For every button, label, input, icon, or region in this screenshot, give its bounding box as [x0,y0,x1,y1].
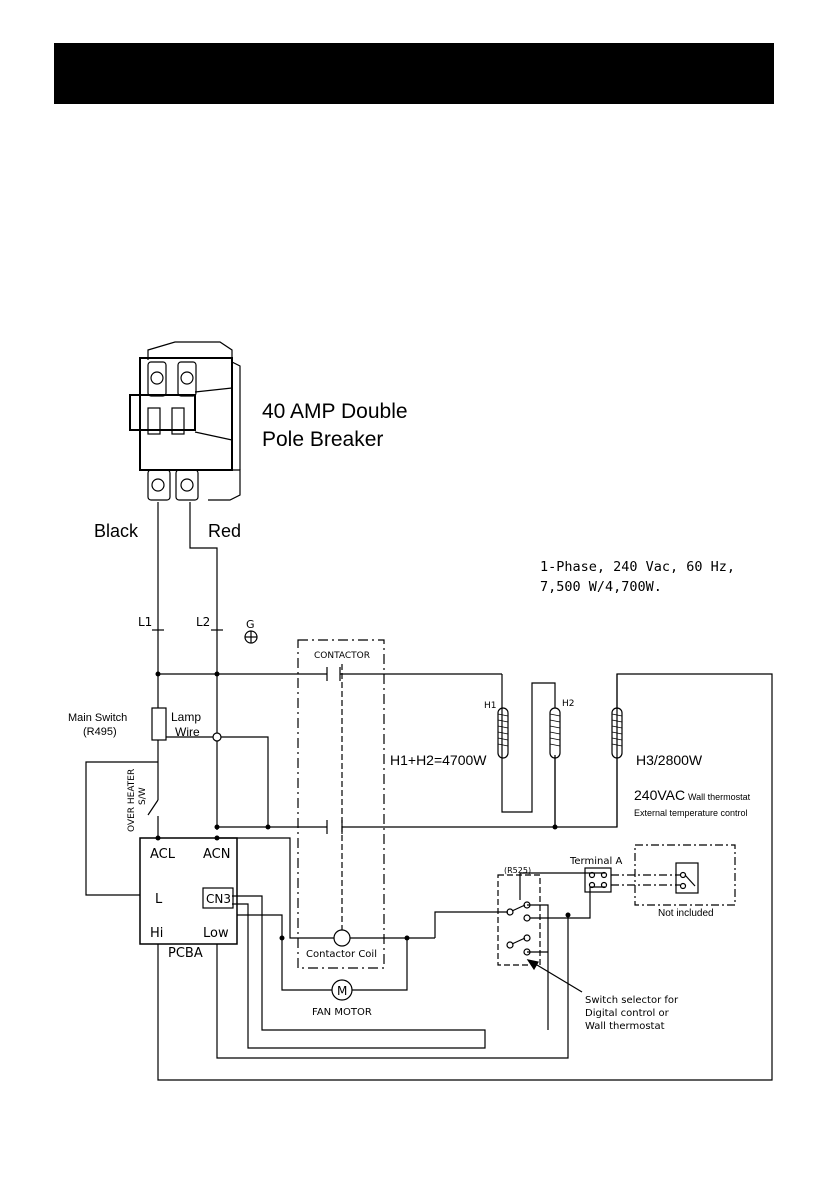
breaker-icon [129,341,241,501]
terminal-a-label: Terminal A [569,856,622,867]
main-switch-label-1: Main Switch [68,712,127,724]
contactor-coil-label: Contactor Coil [306,949,377,960]
pcba-acl: ACL [150,847,176,862]
heater-h12-label: H1+H2=4700W [390,752,487,768]
contactor-title: CONTACTOR [314,651,370,661]
spec-line-2: 7,500 W/4,700W. [540,579,662,595]
fan-motor-label: FAN MOTOR [312,1007,372,1018]
over-heater-label: OVER HEATER [127,769,137,832]
pcba-low: Low [203,926,229,941]
heater-h2-label: H2 [562,699,575,709]
pcba-acn: ACN [203,847,230,862]
breaker-label-1: 40 AMP Double [262,400,408,423]
thermostat-external-label: External temperature control [634,808,748,818]
pcba-hi: Hi [150,926,163,941]
fan-motor-symbol: M [337,984,347,998]
spec-line-1: 1-Phase, 240 Vac, 60 Hz, [540,559,735,575]
l2-label: L2 [196,615,210,629]
breaker-label-2: Pole Breaker [262,428,383,451]
wire-black-label: Black [94,521,139,541]
ground-label: G [246,618,255,631]
over-heater-sw-label: S/W [138,787,148,805]
thermostat-not-included: Not included [658,908,714,919]
thermostat-voltage: 240VAC [634,787,685,803]
selector-note-1: Switch selector for [585,995,679,1006]
wire-red-label: Red [208,521,241,541]
pcba-name: PCBA [168,946,203,961]
lamp-label-2: Wire [175,725,200,739]
pcba-l: L [155,892,163,907]
selector-note-3: Wall thermostat [585,1021,665,1032]
selector-note-2: Digital control or [585,1008,670,1019]
lamp-label-1: Lamp [171,710,201,724]
main-switch-label-2: (R495) [83,726,117,738]
selector-code: (R525) [504,866,531,875]
heater-h1-label: H1 [484,701,497,711]
pcba-cn3: CN3 [206,892,231,906]
header-bar [54,43,774,104]
heater-h3-label: H3/2800W [636,752,703,768]
thermostat-wall-label: Wall thermostat [688,792,751,802]
l1-label: L1 [138,615,152,629]
